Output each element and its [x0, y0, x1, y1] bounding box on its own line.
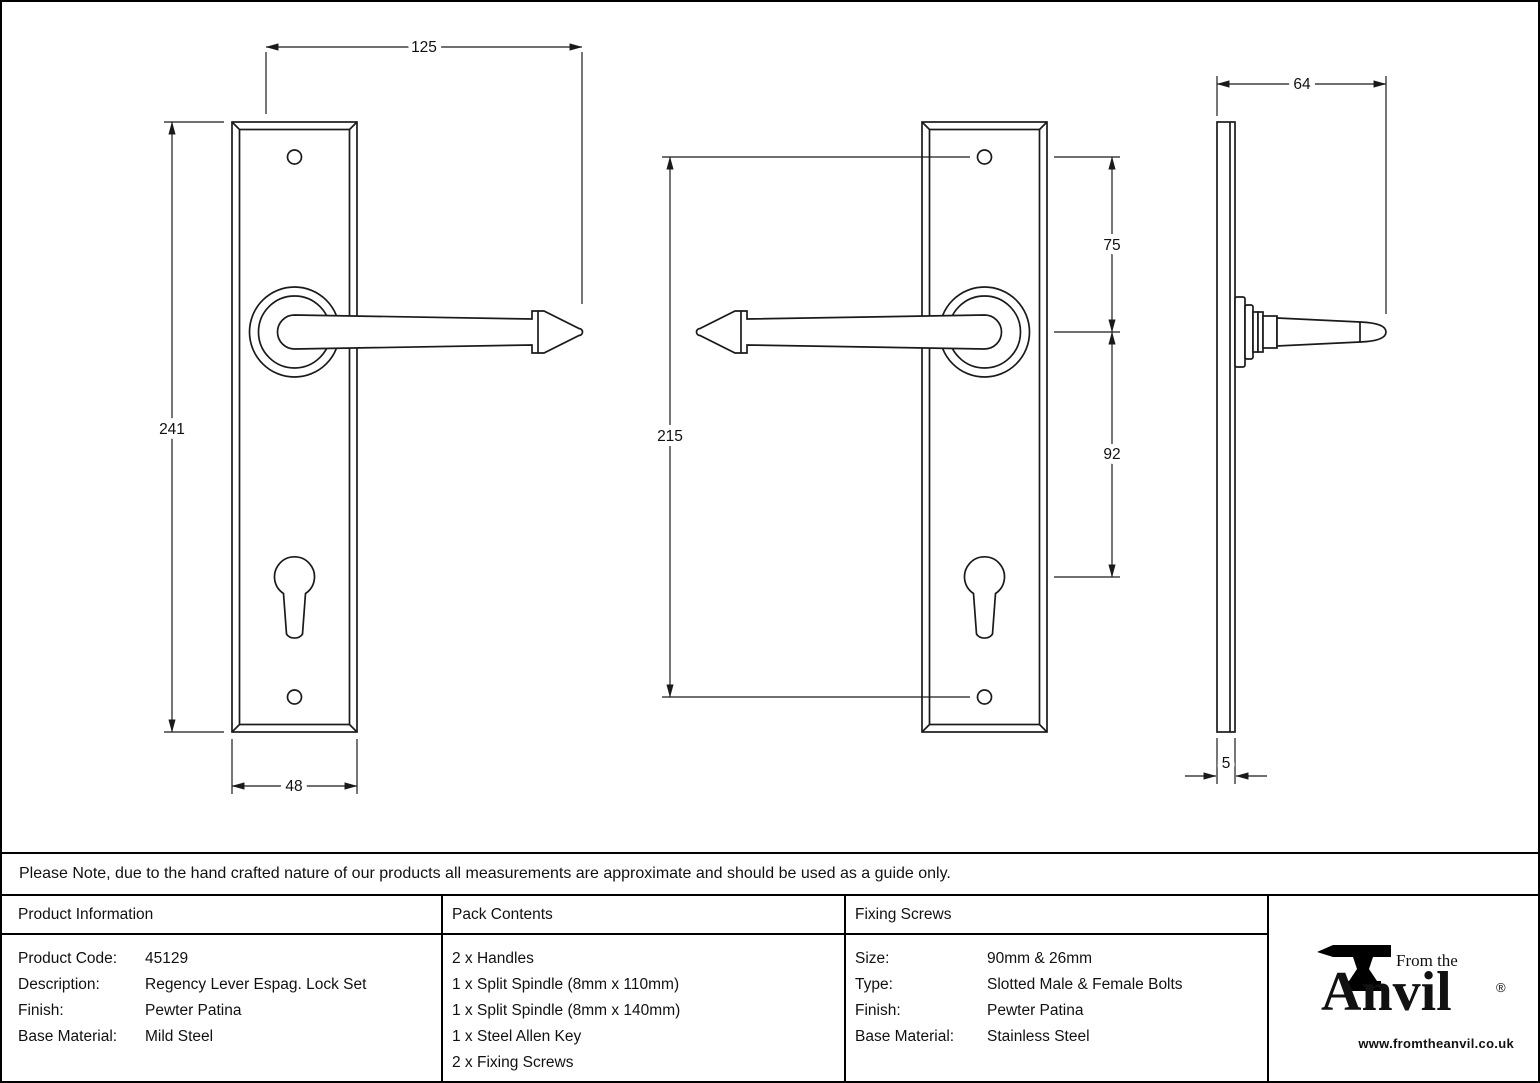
field-label: Description: [18, 976, 100, 993]
dim-top-to-spindle: 75 [1103, 237, 1120, 254]
field-value: Slotted Male & Female Bolts [987, 976, 1183, 993]
pack-contents-header: Pack Contents [443, 896, 844, 935]
table-row: Size: 90mm & 26mm [846, 946, 1267, 972]
field-value: Pewter Patina [145, 1002, 242, 1019]
field-value: Regency Lever Espag. Lock Set [145, 976, 367, 993]
field-value: 45129 [145, 950, 189, 967]
dim-overall-width: 125 [411, 39, 437, 56]
field-value: Stainless Steel [987, 1028, 1090, 1045]
list-item: 2 x Handles [452, 950, 534, 967]
table-row: Base Material: Stainless Steel [846, 1024, 1267, 1050]
table-row: Product Code: 45129 [2, 946, 441, 972]
field-value: Pewter Patina [987, 1002, 1084, 1019]
registered-mark: ® [1496, 980, 1506, 995]
table-row: Finish: Pewter Patina [2, 998, 441, 1024]
field-value: Mild Steel [145, 1028, 214, 1045]
logo-brand: Anvil [1321, 961, 1452, 1023]
product-information-section: Product Information Product Code: 45129 … [2, 896, 443, 1081]
list-item: 2 x Fixing Screws [452, 1054, 574, 1071]
table-row: Finish: Pewter Patina [846, 998, 1267, 1024]
measurement-note: Please Note, due to the hand crafted nat… [19, 865, 951, 882]
logo-website: www.fromtheanvil.co.uk [1358, 1036, 1514, 1051]
pack-contents-section: Pack Contents 2 x Handles 1 x Split Spin… [443, 896, 846, 1081]
list-item: 1 x Split Spindle (8mm x 110mm) [452, 976, 680, 993]
field-label: Base Material: [18, 1028, 118, 1045]
dim-spindle-to-cylinder: 92 [1103, 446, 1120, 463]
anvil-icon [1317, 945, 1391, 991]
field-value: 90mm & 26mm [987, 950, 1093, 967]
list-item: 1 x Steel Allen Key [452, 1028, 582, 1045]
field-label: Finish: [855, 1002, 901, 1019]
list-item: 1 x Split Spindle (8mm x 140mm) [452, 1002, 681, 1019]
field-label: Base Material: [855, 1028, 955, 1045]
side-view [1216, 121, 1387, 733]
dim-projection: 64 [1293, 76, 1311, 93]
dim-fixing-centres: 215 [657, 428, 683, 445]
table-row: Type: Slotted Male & Female Bolts [846, 972, 1267, 998]
dim-plate-width: 48 [285, 778, 302, 795]
field-label: Finish: [18, 1002, 64, 1019]
table-row: Description: Regency Lever Espag. Lock S… [2, 972, 441, 998]
technical-drawing: 125 241 48 215 75 92 [154, 34, 1387, 800]
measurement-note-bar: Please Note, due to the hand crafted nat… [2, 852, 1538, 894]
dim-plate-height: 241 [159, 421, 185, 438]
fixing-screws-header: Fixing Screws [846, 896, 1267, 935]
table-row: Base Material: Mild Steel [2, 1024, 441, 1050]
spec-table: Product Information Product Code: 45129 … [2, 894, 1538, 1081]
front-view-middle [695, 121, 1048, 733]
field-label: Type: [855, 976, 893, 993]
field-label: Size: [855, 950, 890, 967]
brand-logo-cell: From the Anvil ® www.fromtheanvil.co.uk [1269, 896, 1538, 1081]
logo-tagline: From the [1396, 951, 1458, 970]
fixing-screws-section: Fixing Screws Size: 90mm & 26mm Type: Sl… [846, 896, 1269, 1081]
field-label: Product Code: [18, 950, 118, 967]
front-view-left [231, 121, 584, 733]
product-information-header: Product Information [2, 896, 441, 935]
dim-plate-thickness: 5 [1222, 755, 1231, 772]
